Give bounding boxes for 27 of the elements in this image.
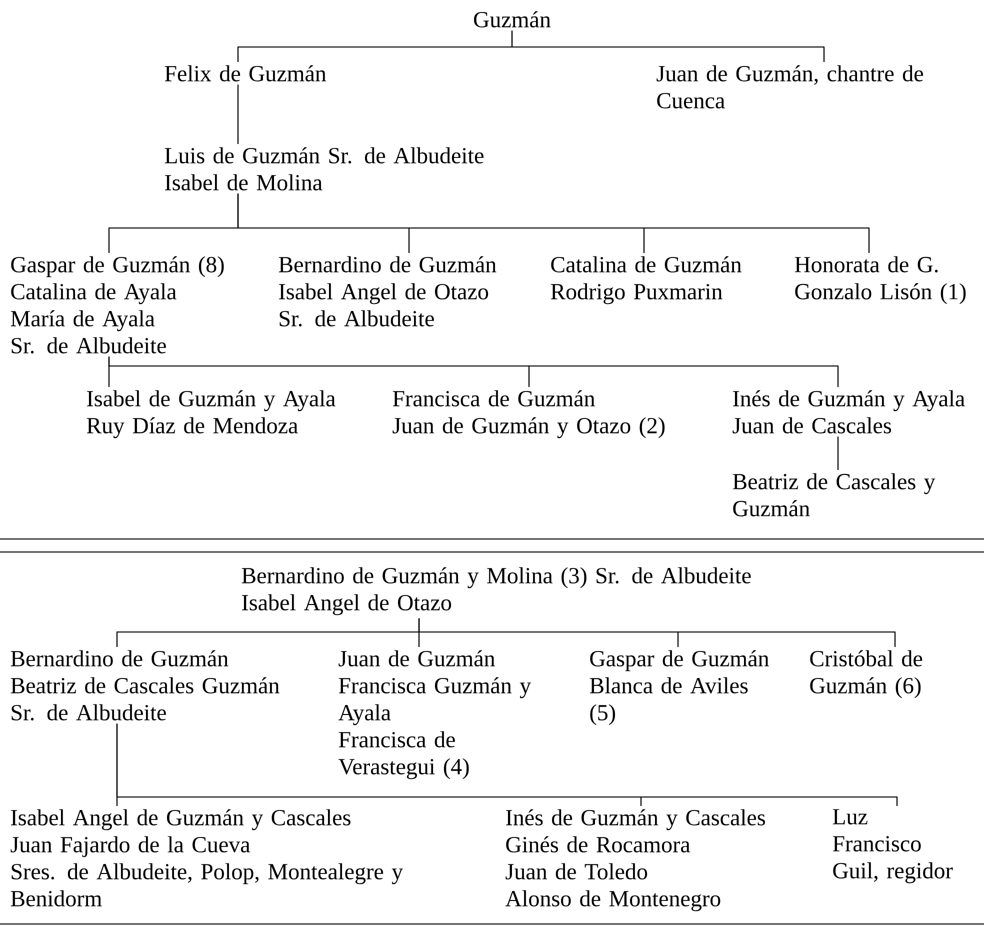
name-entry: Isabel de Guzmán y Ayala Ruy Díaz de Mendoza (86, 390, 336, 438)
name-entry: Beatriz de Cascales y Guzmán (732, 473, 936, 516)
name-entry: Isabel Angel de Guzmán y Cascales Juan Fajardo de la Cueva Sres. de Albudeite, Polop, Montealegre y Benidorm (10, 809, 403, 906)
connector-line (116, 724, 898, 806)
connector-line (237, 84, 239, 144)
connector-line (511, 30, 825, 62)
name-entry: Luz Francisco Guil, regidor (832, 809, 953, 884)
name-entry: Bernardino de Guzmán y Molina (3) Sr. de Albudeite Isabel Angel de Otazo (242, 567, 751, 616)
name-entry: Catalina de Guzmán Rodrigo Puxmarin (550, 256, 742, 304)
name-entry: Inés de Guzmán y Cascales Ginés de Rocamora Juan de Toledo Alonso de Montenegro (505, 809, 765, 912)
name-entry: Luis de Guzmán Sr. de Albudeite Isabel de Molina (164, 147, 484, 190)
connector-line (108, 356, 839, 387)
name-entry: Honorata de G. Gonzalo Lisón (1) (794, 256, 966, 304)
name-entry: Cristóbal de Guzmán (6) (810, 650, 922, 698)
name-entry: Juan de Guzmán Francisca Guzmán y Ayala Francisca de Verastegui (4) (338, 650, 531, 780)
connector-line (237, 194, 870, 253)
name-entry: Juan de Guzmán, chantre de Cuenca (656, 65, 924, 108)
connector-line (418, 618, 896, 647)
name-entry: Felix de Guzmán (164, 65, 326, 82)
name-entry: Bernardino de Guzmán Isabel Angel de Otazo Sr. de Albudeite (278, 256, 496, 327)
name-entry: Francisca de Guzmán Juan de Guzmán y Otazo (2) (392, 390, 665, 438)
name-entry: Bernardino de Guzmán Beatriz de Cascales Guzmán Sr. de Albudeite (10, 650, 280, 721)
name-entry: Guzmán (474, 11, 551, 28)
name-entry: Inés de Guzmán y Ayala Juan de Cascales (732, 390, 965, 434)
name-entry: Gaspar de Guzmán (8) Catalina de Ayala María de Ayala Sr. de Albudeite (10, 256, 224, 354)
name-entry: Gaspar de Guzmán Blanca de Aviles (5) (590, 650, 769, 726)
connector-line (837, 436, 839, 470)
